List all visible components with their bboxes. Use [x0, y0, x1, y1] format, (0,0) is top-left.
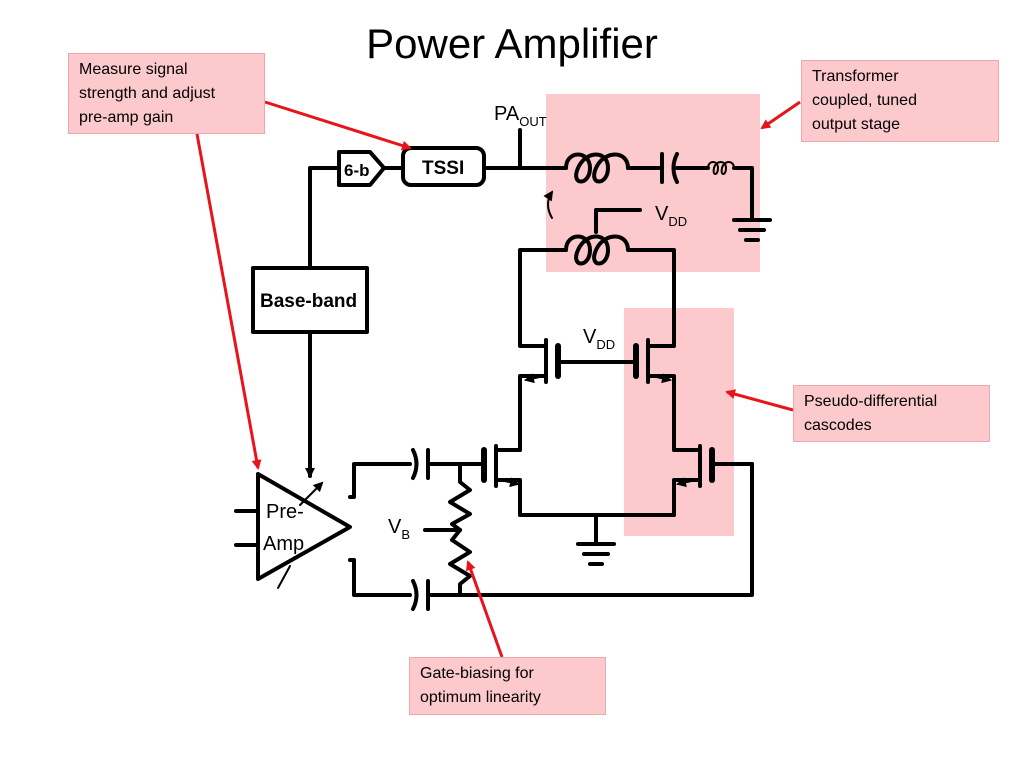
cascode-highlight — [624, 308, 734, 536]
m3-source-arrow — [524, 373, 545, 384]
callout-output-stage: Transformer coupled, tuned output stage — [801, 60, 999, 142]
tune-inductor — [707, 161, 735, 175]
out-cap-plate-b — [671, 152, 679, 184]
arrow-gate-biasing — [465, 560, 504, 658]
m3-drain — [518, 248, 568, 348]
slide-title: Power Amplifier — [366, 20, 658, 67]
callout-gate-biasing: Gate-biasing for optimum linearity — [409, 657, 606, 715]
preamp-triangle — [256, 472, 352, 581]
transformer-secondary — [564, 152, 630, 184]
m2-source — [672, 478, 702, 517]
m4-source-arrow — [651, 373, 672, 384]
callout-line: cascodes — [804, 417, 872, 434]
callout-line: Gate-biasing for — [420, 665, 534, 682]
preamp-gain-arrow — [299, 481, 324, 506]
ground-icon — [576, 542, 616, 566]
preamp-out-bottom — [348, 558, 412, 597]
vdd-top-label: VDD — [655, 203, 687, 229]
tssi-label: TSSI — [422, 158, 464, 179]
arrow-pre-amp-gain-to-preamp — [195, 133, 262, 470]
preamp-label-1: Pre- — [266, 501, 304, 523]
callout-line: Transformer — [812, 68, 899, 85]
output-stage-highlight — [546, 94, 760, 272]
resistor-top — [448, 462, 472, 532]
adc-block — [337, 150, 386, 187]
baseband-label: Base-band — [260, 291, 357, 312]
pa-out-label: PAOUT — [494, 103, 547, 129]
transformer-primary — [564, 234, 634, 266]
adc-label: 6-b — [344, 161, 370, 180]
callout-line: Measure signal — [79, 61, 188, 78]
cap-bottom-plate-a — [411, 579, 419, 611]
m1-drain — [494, 378, 522, 452]
callout-line: strength and adjust — [79, 85, 216, 102]
preamp-tick — [277, 565, 291, 589]
vb-label: VB — [388, 516, 410, 542]
adc-wire — [308, 166, 341, 270]
coupling-arrow — [543, 190, 554, 219]
m2-source-arrow — [676, 477, 697, 488]
m3-source — [518, 374, 548, 452]
resistor-bottom — [448, 528, 472, 597]
callout-line: Pseudo-differential — [804, 393, 938, 410]
callout-pre-amp-gain: Measure signal strength and adjust pre-a… — [68, 53, 265, 134]
arrow-output-stage — [760, 100, 801, 130]
preamp-out-top — [348, 462, 412, 499]
cap-top-plate-a — [411, 448, 419, 480]
callout-cascodes: Pseudo-differential cascodes — [793, 385, 990, 442]
m1-source — [494, 478, 522, 517]
arrow-pre-amp-gain-to-tssi — [264, 100, 412, 151]
inductor-wire — [732, 166, 754, 220]
arrow-cascodes — [725, 389, 794, 412]
callout-line: optimum linearity — [420, 689, 541, 706]
m4-drain — [630, 248, 676, 348]
m1-source-arrow — [499, 477, 520, 488]
ground-icon — [732, 218, 772, 242]
m4-source — [646, 374, 676, 452]
vdd-mid-label: VDD — [583, 326, 615, 352]
callout-line: output stage — [812, 116, 901, 133]
callout-line: pre-amp gain — [79, 109, 174, 126]
preamp-label-2: Amp — [263, 533, 304, 555]
callout-line: coupled, tuned — [812, 92, 917, 109]
primary-centertap — [594, 208, 642, 234]
